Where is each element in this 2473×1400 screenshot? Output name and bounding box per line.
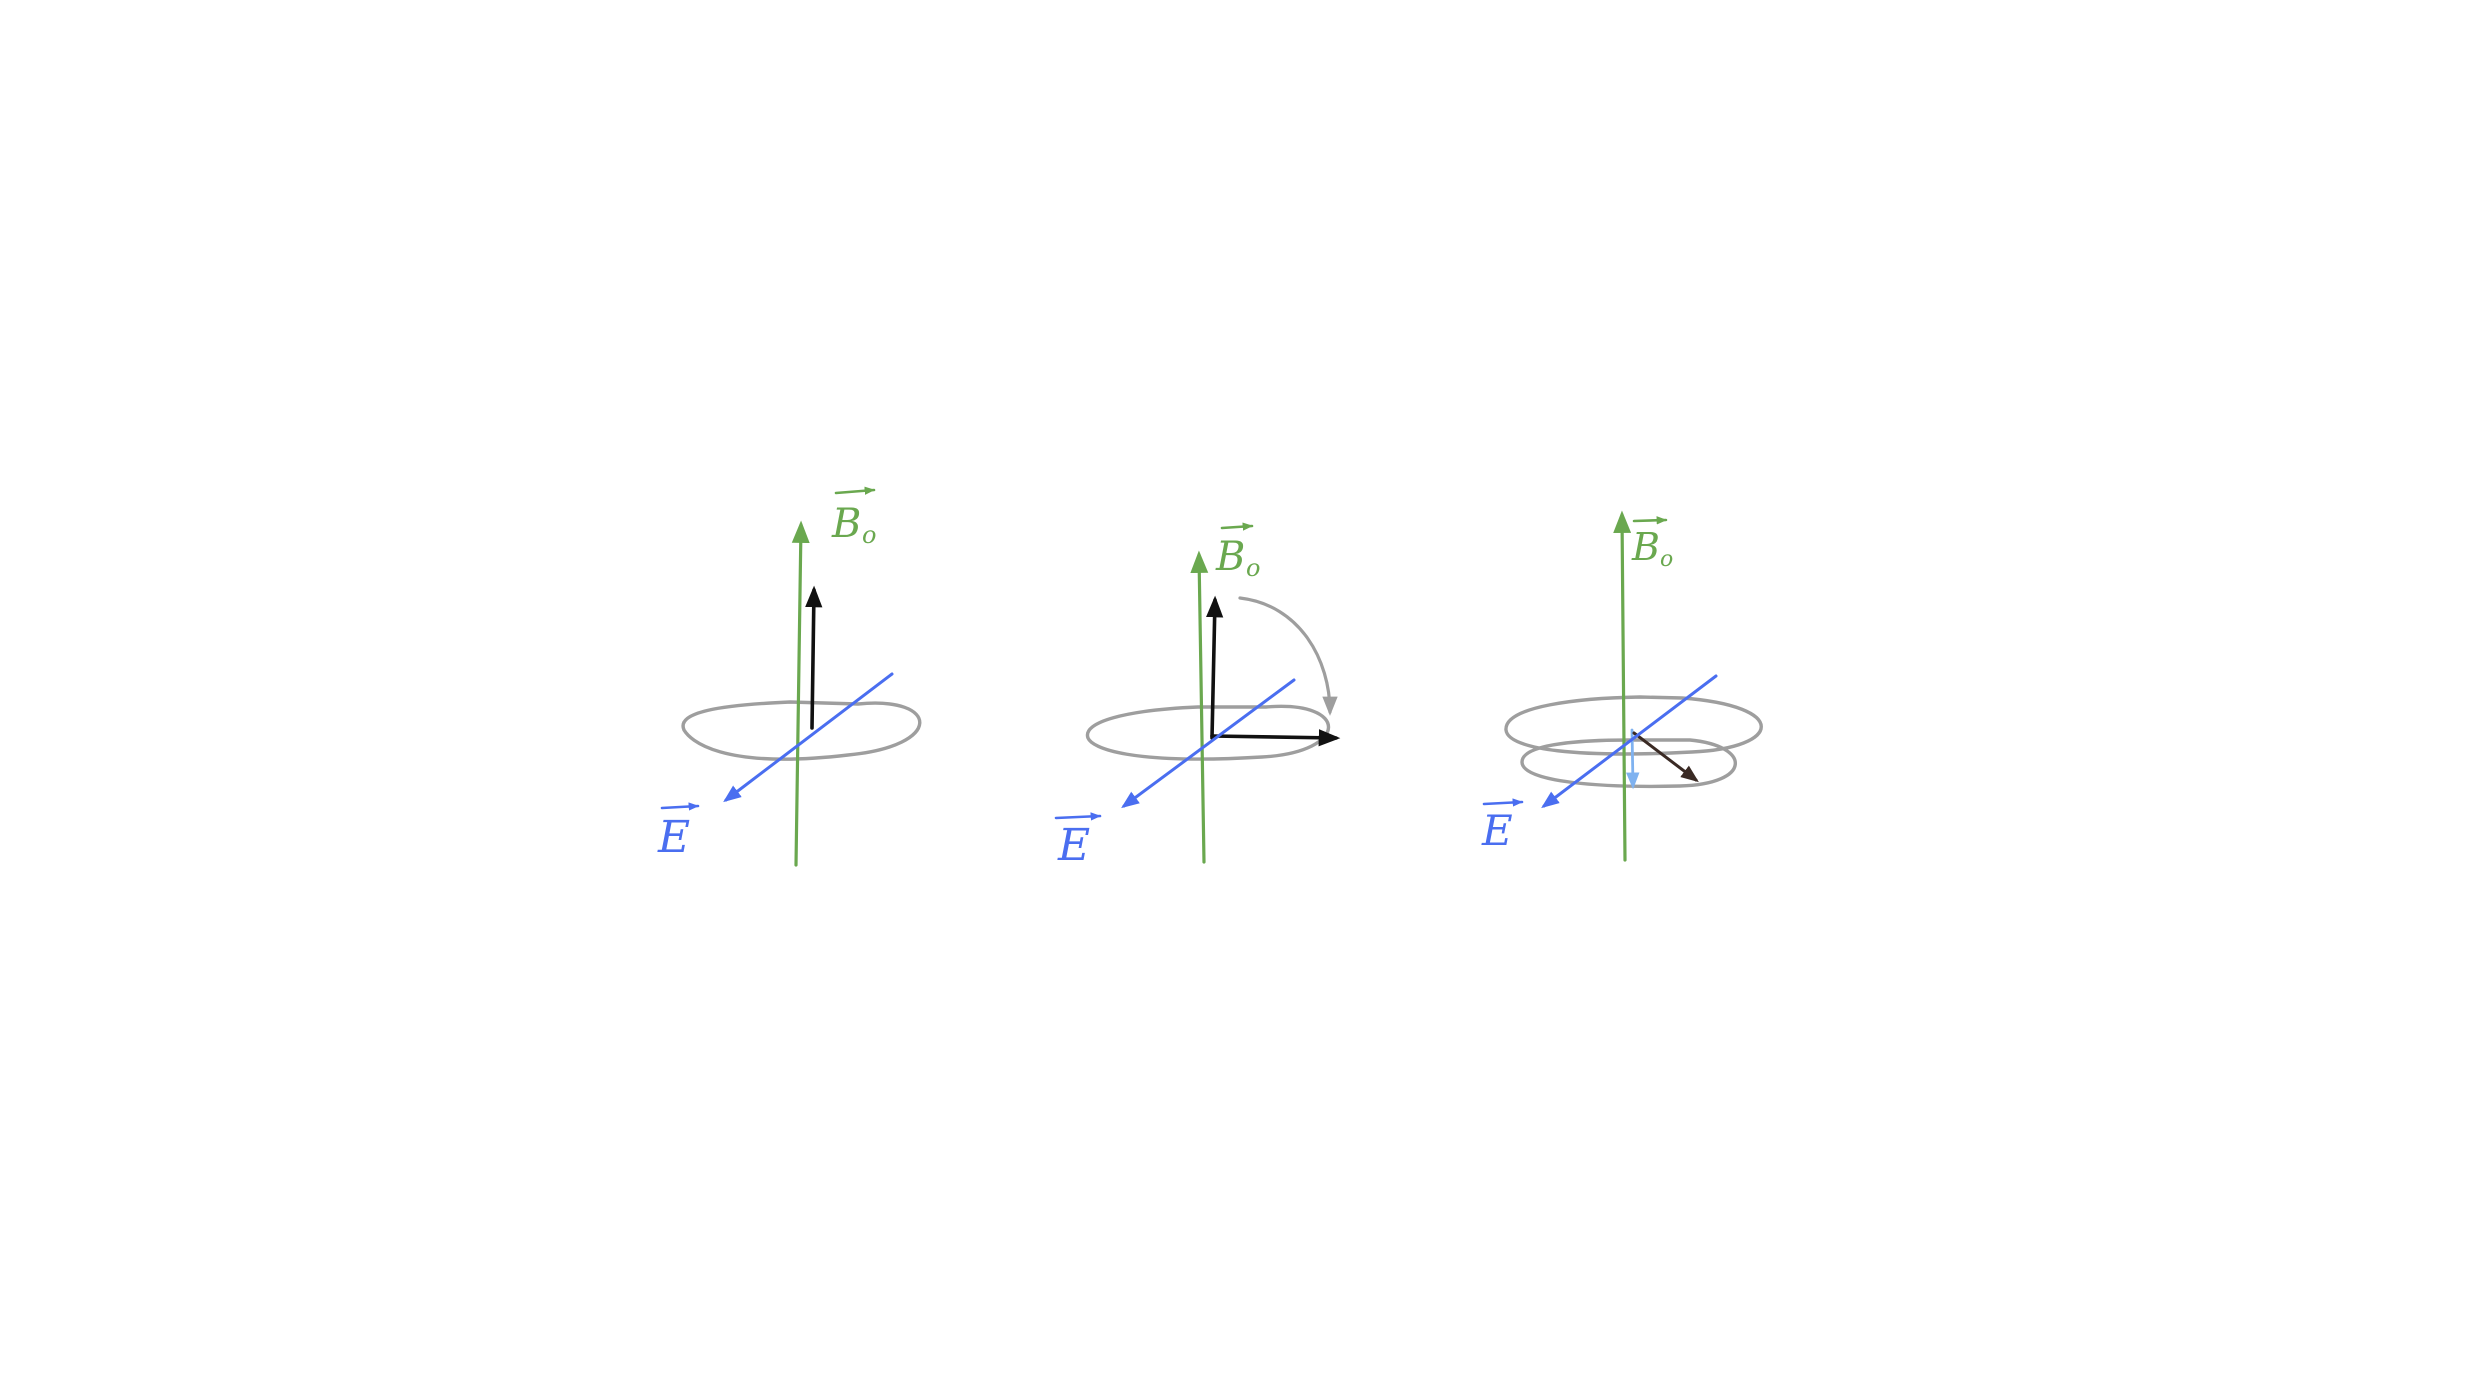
panel-1: B o E bbox=[657, 486, 922, 867]
magnetization-vector-tipped bbox=[1210, 729, 1341, 747]
b-field-axis bbox=[1613, 510, 1632, 862]
e-field-label: E bbox=[1481, 798, 1524, 855]
e-field-label: E bbox=[1054, 812, 1102, 871]
rotation-arc bbox=[1238, 596, 1338, 716]
b-field-label: B o bbox=[831, 486, 876, 549]
magnetization-vector bbox=[1632, 731, 1699, 783]
b-field-label: B o bbox=[1215, 522, 1260, 582]
e-field-axis bbox=[1541, 674, 1718, 809]
b-field-axis bbox=[1190, 550, 1209, 864]
e-field-label: E bbox=[657, 802, 700, 863]
b-field-label-main: B bbox=[1631, 525, 1660, 569]
e-field-label-main: E bbox=[1481, 806, 1513, 855]
b-field-label: B o bbox=[1631, 516, 1673, 572]
b-field-axis bbox=[791, 520, 810, 867]
e-field-axis bbox=[723, 672, 894, 803]
b-field-label-subscript: o bbox=[862, 521, 876, 549]
magnetization-vector bbox=[805, 585, 823, 730]
e-field-label-main: E bbox=[657, 812, 690, 863]
e-field-axis bbox=[1121, 678, 1296, 809]
precession-ring-lower bbox=[1520, 738, 1737, 789]
precession-ring bbox=[1085, 704, 1331, 761]
b-field-label-main: B bbox=[1215, 534, 1245, 580]
panel-2: B o E bbox=[1054, 522, 1341, 871]
e-field-label-main: E bbox=[1057, 820, 1090, 871]
b-field-label-main: B bbox=[831, 501, 861, 547]
b-field-label-subscript: o bbox=[1246, 554, 1260, 582]
panel-3: B o E bbox=[1481, 510, 1763, 862]
precession-ring bbox=[681, 700, 922, 761]
b-field-label-subscript: o bbox=[1660, 547, 1673, 572]
magnetization-vector-initial bbox=[1205, 595, 1224, 740]
precession-ring-upper bbox=[1504, 695, 1763, 756]
